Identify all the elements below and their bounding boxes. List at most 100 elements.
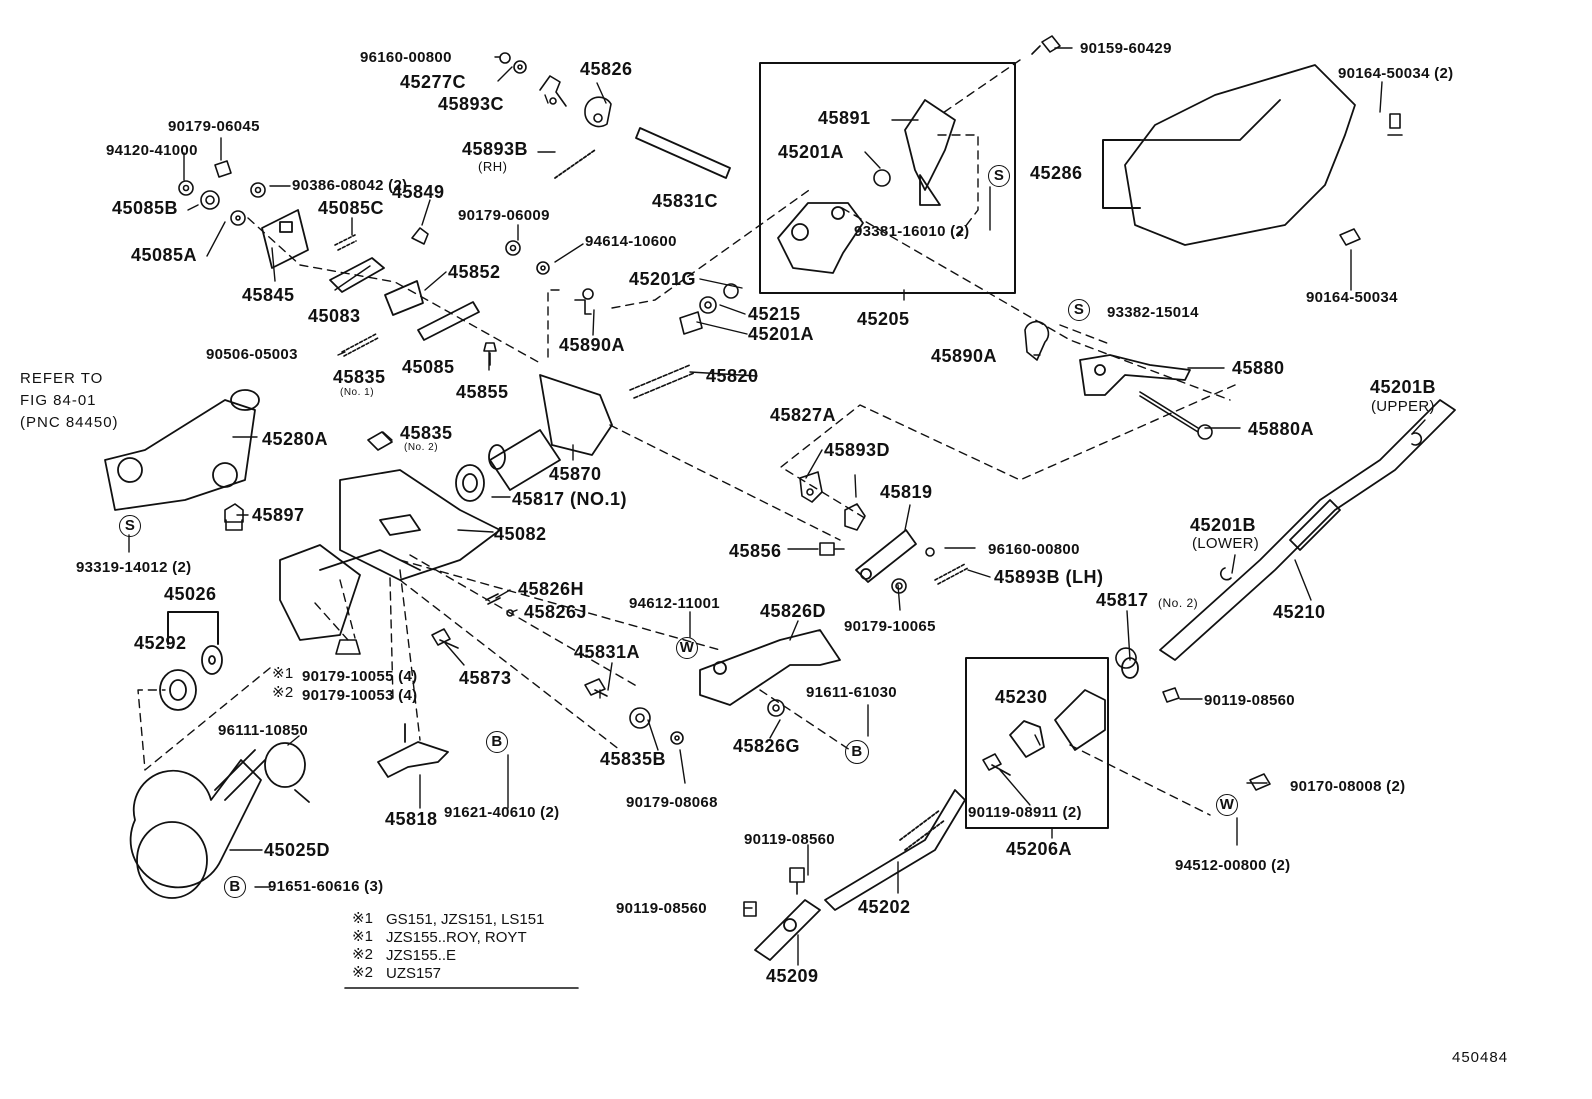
part-label[interactable]: 45205 xyxy=(857,309,910,329)
mark-s-circle: S xyxy=(1068,299,1090,321)
part-label[interactable]: 45880 xyxy=(1232,358,1285,378)
part-label-note: (No. 1) xyxy=(340,387,375,398)
part-label[interactable]: 45026 xyxy=(164,584,217,604)
part-label[interactable]: 90179-06045 xyxy=(168,118,260,135)
part-label[interactable]: 45277C xyxy=(400,72,467,92)
part-label[interactable]: 45201B xyxy=(1370,377,1437,397)
part-label-note: (RH) xyxy=(478,159,508,174)
part-label[interactable]: 45849 xyxy=(392,182,445,202)
part-label[interactable]: 90506-05003 xyxy=(206,346,298,363)
part-label[interactable]: 45891 xyxy=(818,108,871,128)
part-label[interactable]: 90119-08560 xyxy=(1204,692,1295,709)
assembly-box-45206a xyxy=(965,657,1109,829)
part-label[interactable]: 45826 xyxy=(580,59,633,79)
part-label[interactable]: 45085A xyxy=(131,245,198,265)
part-label[interactable]: 45880A xyxy=(1248,419,1315,439)
part-label[interactable]: 45280A xyxy=(262,429,329,449)
part-label[interactable]: 45835 xyxy=(400,423,453,443)
part-label[interactable]: 94120-41000 xyxy=(106,142,198,159)
part-label[interactable]: 90159-60429 xyxy=(1080,40,1172,57)
part-label[interactable]: 90164-50034 xyxy=(1306,289,1398,306)
part-label[interactable]: 45890A xyxy=(559,335,626,355)
part-label[interactable]: 45082 xyxy=(494,524,547,544)
part-label[interactable]: 90179-08068 xyxy=(626,794,718,811)
part-label[interactable]: 45820 xyxy=(706,366,759,386)
legend-text: JZS155..ROY, ROYT xyxy=(386,929,527,946)
part-label[interactable]: 45826D xyxy=(760,601,827,621)
part-label[interactable]: 45817 xyxy=(1096,590,1149,610)
part-label[interactable]: 45870 xyxy=(549,464,602,484)
star-mark-2: ※2 xyxy=(272,684,294,701)
mark-b-circle: B xyxy=(224,876,246,898)
part-label[interactable]: 94612-11001 xyxy=(629,595,720,612)
part-label[interactable]: 45893B (LH) xyxy=(994,567,1104,587)
part-label[interactable]: 90119-08911 (2) xyxy=(968,804,1082,821)
part-label[interactable]: 91651-60616 (3) xyxy=(268,878,384,895)
part-label[interactable]: 96111-10850 xyxy=(218,722,309,739)
part-label[interactable]: 90119-08560 xyxy=(616,900,707,917)
part-label[interactable]: 90164-50034 (2) xyxy=(1338,65,1454,82)
part-label[interactable]: 45831A xyxy=(574,642,641,662)
part-label[interactable]: 94614-10600 xyxy=(585,233,677,250)
part-label[interactable]: 93319-14012 (2) xyxy=(76,559,192,576)
part-label[interactable]: 45292 xyxy=(134,633,187,653)
part-label[interactable]: 45025D xyxy=(264,840,331,860)
part-label[interactable]: 91621-40610 (2) xyxy=(444,804,560,821)
leader-lines xyxy=(128,47,1426,966)
part-label[interactable]: 45286 xyxy=(1030,163,1083,183)
part-label[interactable]: 45201G xyxy=(629,269,697,289)
part-label[interactable]: 45827A xyxy=(770,405,837,425)
part-label[interactable]: 45817 (NO.1) xyxy=(512,489,628,509)
part-label[interactable]: 90386-08042 (2) xyxy=(292,177,408,194)
part-label[interactable]: 45209 xyxy=(766,966,819,986)
refer-note-line3: (PNC 84450) xyxy=(20,414,119,431)
part-label[interactable]: 90179-10065 xyxy=(844,618,936,635)
part-label[interactable]: 45230 xyxy=(995,687,1048,707)
part-label[interactable]: 90179-10053 (4) xyxy=(302,687,418,704)
part-label[interactable]: 90170-08008 (2) xyxy=(1290,778,1406,795)
part-label[interactable]: 45835 xyxy=(333,367,386,387)
part-label[interactable]: 45835B xyxy=(600,749,667,769)
part-label[interactable]: 45893D xyxy=(824,440,891,460)
part-label[interactable]: 45852 xyxy=(448,262,501,282)
bracket-45286 xyxy=(1102,139,1141,209)
part-label[interactable]: 45873 xyxy=(459,668,512,688)
part-label[interactable]: 45831C xyxy=(652,191,719,211)
part-label[interactable]: 90179-06009 xyxy=(458,207,550,224)
part-label[interactable]: 45897 xyxy=(252,505,305,525)
part-label[interactable]: 45818 xyxy=(385,809,438,829)
mark-w-circle: W xyxy=(1216,794,1238,816)
part-label[interactable]: 90179-10055 (4) xyxy=(302,668,418,685)
part-label[interactable]: 94512-00800 (2) xyxy=(1175,857,1291,874)
part-label[interactable]: 45201A xyxy=(748,324,815,344)
part-label[interactable]: 45855 xyxy=(456,382,509,402)
part-label[interactable]: 45215 xyxy=(748,304,801,324)
part-label[interactable]: 45826G xyxy=(733,736,801,756)
part-label-note: (No. 2) xyxy=(1158,596,1199,610)
part-label[interactable]: 93382-15014 xyxy=(1107,304,1199,321)
part-label[interactable]: 45206A xyxy=(1006,839,1073,859)
part-label[interactable]: 45083 xyxy=(308,306,361,326)
part-label[interactable]: 45201A xyxy=(778,142,845,162)
part-label[interactable]: 45893B xyxy=(462,139,529,159)
mark-b-circle: B xyxy=(486,731,508,753)
part-label[interactable]: 45845 xyxy=(242,285,295,305)
part-label[interactable]: 45893C xyxy=(438,94,505,114)
part-label[interactable]: 96160-00800 xyxy=(360,49,452,66)
part-label[interactable]: 45202 xyxy=(858,897,911,917)
part-label[interactable]: 93381-16010 (2) xyxy=(854,223,970,240)
part-label[interactable]: 91611-61030 xyxy=(806,684,897,701)
part-label[interactable]: 45826H xyxy=(518,579,585,599)
part-label[interactable]: 45201B xyxy=(1190,515,1257,535)
part-label[interactable]: 45826J xyxy=(524,602,588,622)
part-label[interactable]: 96160-00800 xyxy=(988,541,1080,558)
part-label[interactable]: 45210 xyxy=(1273,602,1326,622)
part-label[interactable]: 90119-08560 xyxy=(744,831,835,848)
part-label[interactable]: 45819 xyxy=(880,482,933,502)
part-label[interactable]: 45085B xyxy=(112,198,179,218)
part-label[interactable]: 45085C xyxy=(318,198,385,218)
part-label[interactable]: 45890A xyxy=(931,346,998,366)
part-label[interactable]: 45085 xyxy=(402,357,455,377)
part-label[interactable]: 45856 xyxy=(729,541,782,561)
